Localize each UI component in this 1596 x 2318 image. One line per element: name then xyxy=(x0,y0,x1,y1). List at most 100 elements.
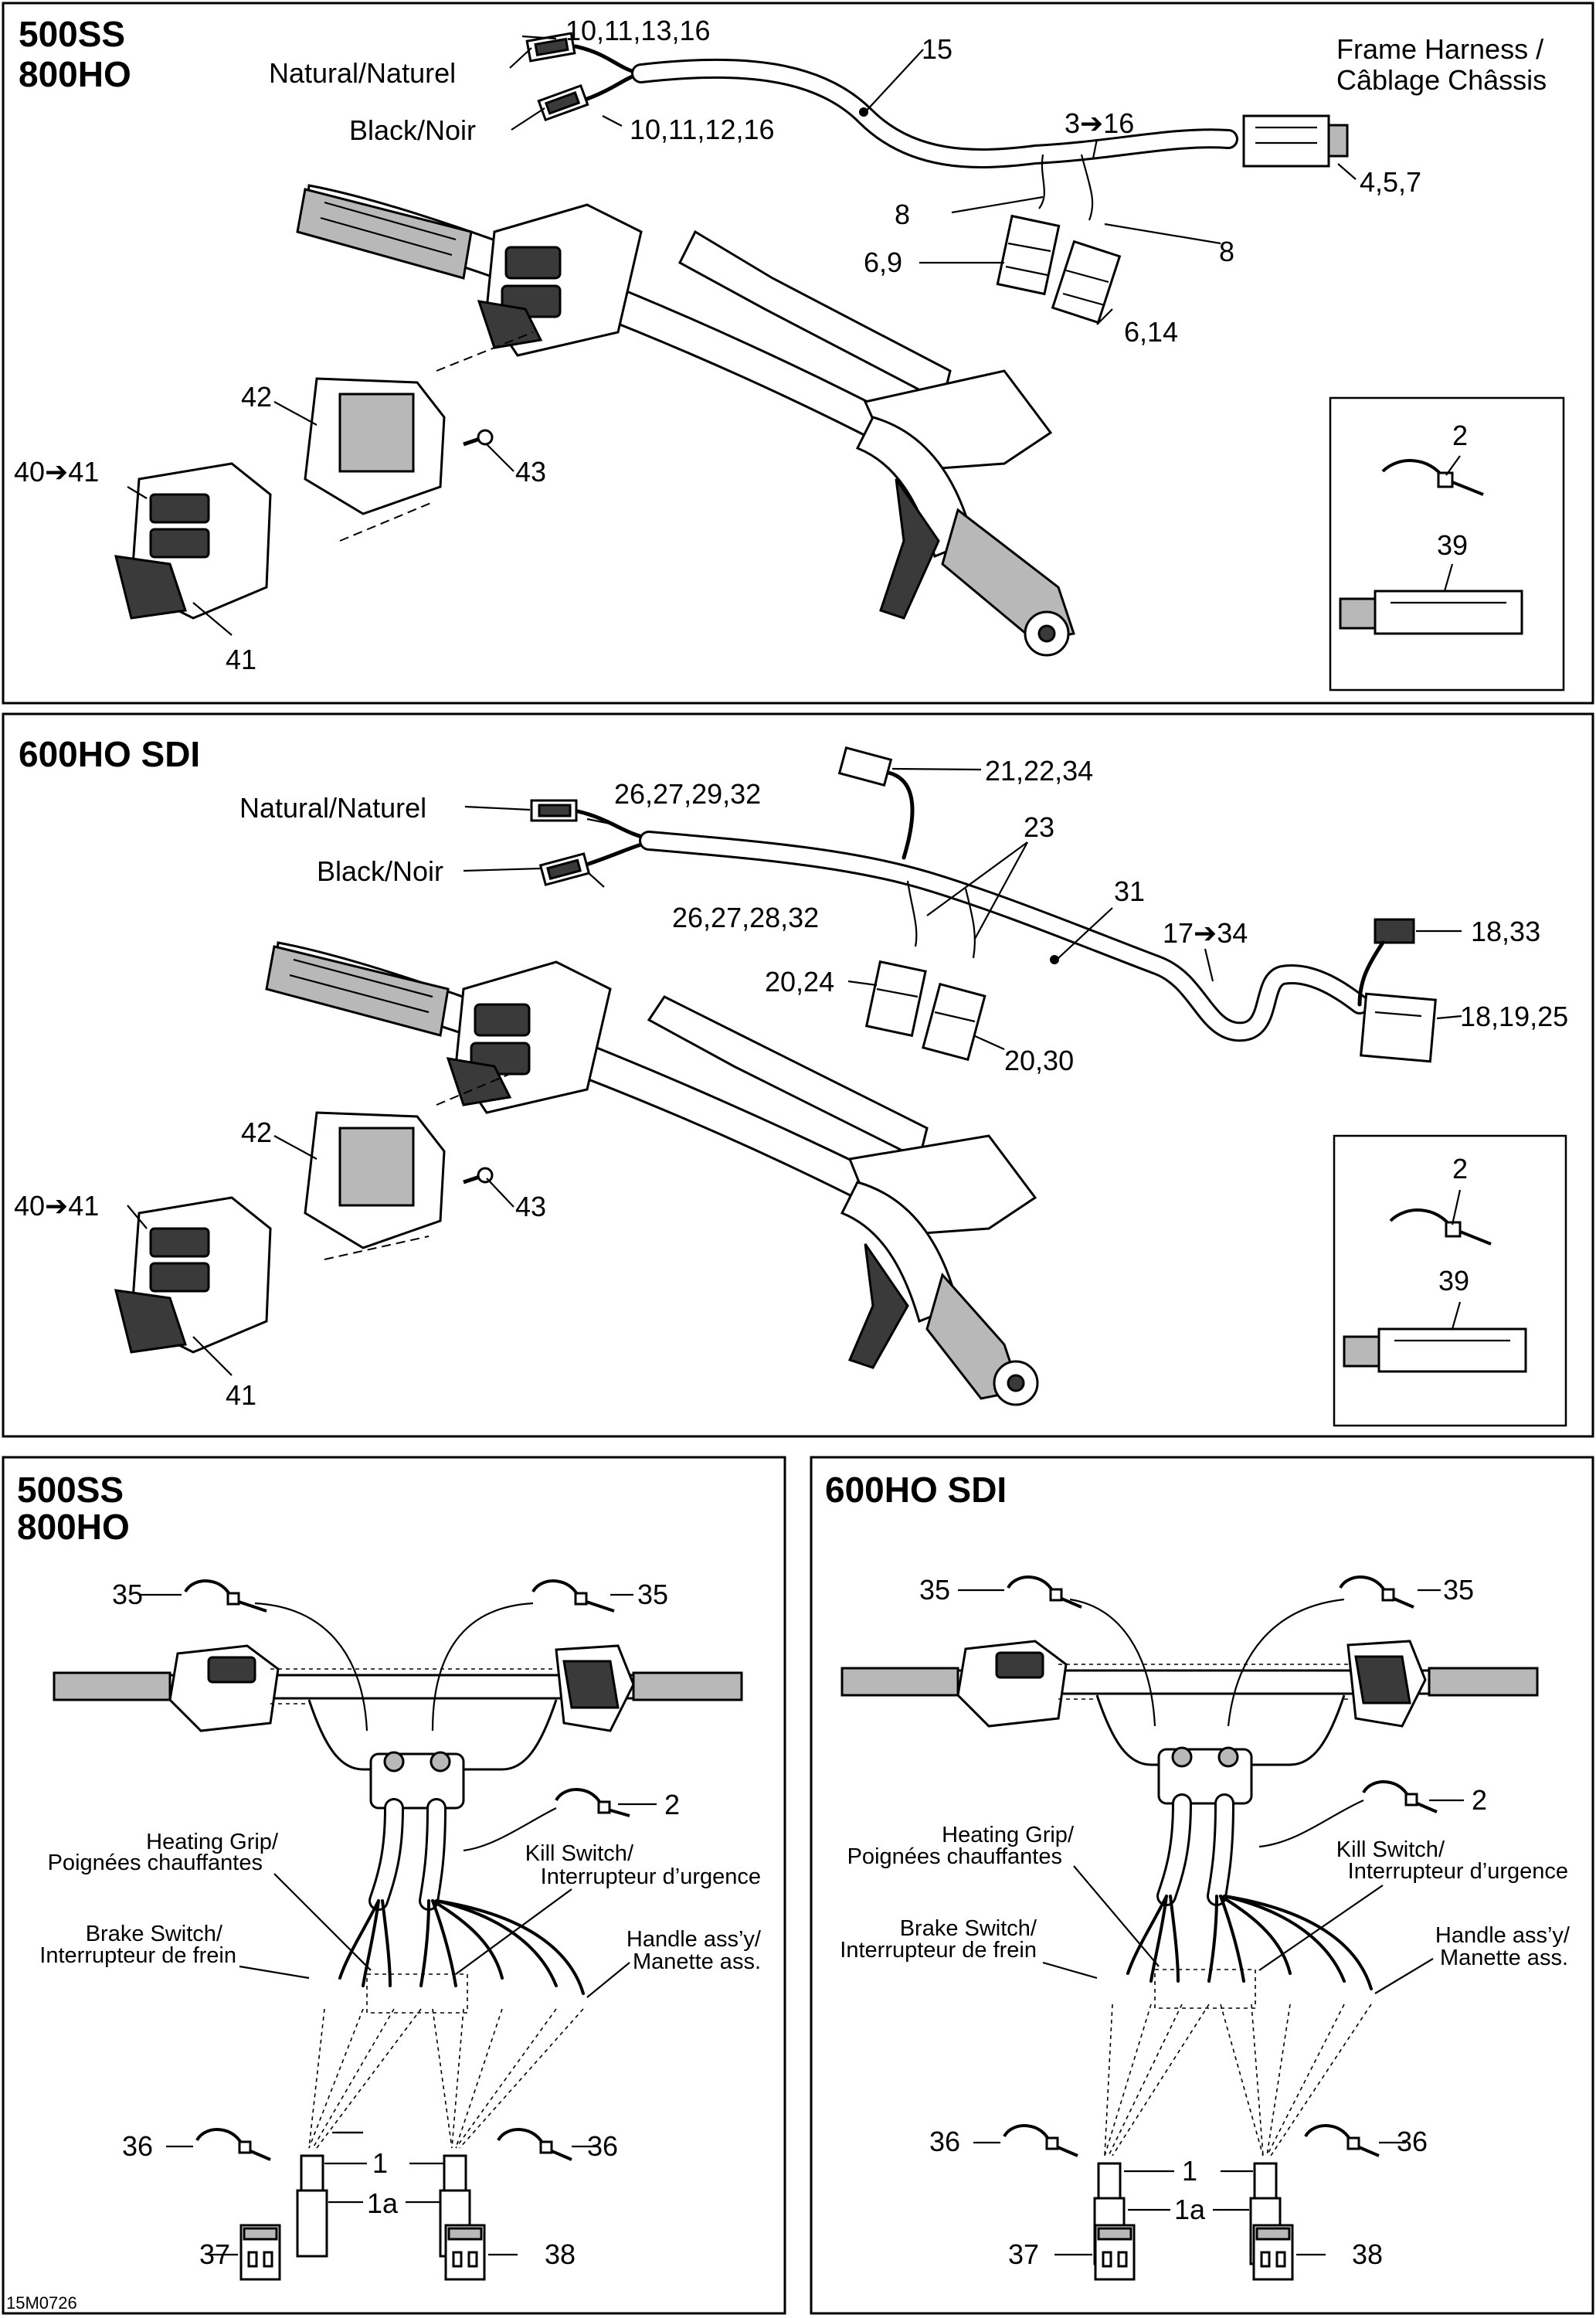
connector-20-30 xyxy=(922,982,986,1062)
callout-6-14: 6,14 xyxy=(1124,316,1178,348)
callout-26-27-29-32: 26,27,29,32 xyxy=(614,778,761,810)
handlebar-assembly xyxy=(296,184,1075,657)
sleeve-1-left xyxy=(296,2154,328,2258)
callout-20-30: 20,30 xyxy=(1004,1045,1074,1076)
callout-6-9: 6,9 xyxy=(864,246,902,278)
harness-bundle-routing-2 xyxy=(1126,1793,1373,2009)
cable-tie-35-left xyxy=(184,1579,267,1613)
connector-20-24 xyxy=(864,960,927,1038)
callout-37: 37 xyxy=(199,2238,230,2270)
heating-grip-label-line2: Poignées chauffantes xyxy=(48,1851,263,1875)
callout-20-24: 20,24 xyxy=(765,966,834,998)
callout-38-b: 38 xyxy=(1352,2238,1383,2270)
cable-tie-36-right xyxy=(497,2128,572,2161)
switch-cover-42-b xyxy=(304,1111,446,1249)
callout-26-27-28-32: 26,27,28,32 xyxy=(672,902,819,933)
panel-600ho-sdi-routing: 600HO SDI xyxy=(810,1456,1594,2315)
wiring-harness-15 xyxy=(631,58,1238,221)
black-connector-2 xyxy=(538,852,591,886)
handle-assy-label-line1-b: Handle ass’y/ xyxy=(1435,1923,1571,1948)
connector-6-9 xyxy=(996,214,1061,296)
panel3-title-line1: 500SS xyxy=(17,1470,124,1510)
brake-switch-label-line2: Interrupteur de frein xyxy=(39,1943,236,1968)
connector-21-22-34 xyxy=(837,746,915,860)
callout-43-b: 43 xyxy=(515,1191,546,1222)
cable-tie-36-right-b xyxy=(1304,2124,1380,2157)
callout-31: 31 xyxy=(1114,875,1145,907)
callout-1a-b: 1a xyxy=(1174,2194,1206,2225)
panel2-title: 600HO SDI xyxy=(19,734,200,774)
callout-3-16: 3➔16 xyxy=(1065,107,1134,139)
kill-switch-label-line2: Interrupteur d’urgence xyxy=(541,1864,761,1889)
handlebar-routing-2 xyxy=(840,1640,1539,1805)
cable-tie-35-right-b xyxy=(1339,1575,1414,1609)
callout-10-11-12-16: 10,11,12,16 xyxy=(630,114,775,145)
natural-label: Natural/Naturel xyxy=(269,57,456,89)
cable-tie-35-right xyxy=(531,1579,615,1613)
black-label: Black/Noir xyxy=(349,114,476,146)
callout-42-b: 42 xyxy=(241,1117,272,1148)
callout-36-left: 36 xyxy=(122,2130,153,2162)
callout-8-right: 8 xyxy=(1219,236,1234,267)
wiring-harness-31 xyxy=(639,831,1370,1042)
kill-switch-label-line1: Kill Switch/ xyxy=(525,1841,634,1866)
dotted-lines-to-sleeves-2 xyxy=(1104,2004,1372,2157)
callout-42: 42 xyxy=(241,381,272,413)
cable-tie-35-left-b xyxy=(1007,1575,1082,1609)
handlebar-routing xyxy=(53,1644,743,1810)
callout-40-41-b: 40➔41 xyxy=(14,1190,99,1222)
handle-assy-label-line1: Handle ass’y/ xyxy=(627,1927,762,1952)
callout-41-b: 41 xyxy=(226,1379,256,1411)
connector-18-33 xyxy=(1357,918,1415,1007)
callout-17-34: 17➔34 xyxy=(1163,917,1248,949)
callout-4-5-7: 4,5,7 xyxy=(1360,166,1421,198)
panel-600ho-sdi-harness: 600HO SDI xyxy=(2,712,1594,1438)
callout-37-b: 37 xyxy=(1008,2238,1039,2270)
callout-2-routing-b: 2 xyxy=(1472,1784,1487,1816)
screw-43 xyxy=(463,429,494,447)
accessory-box-2-39-b xyxy=(1333,1134,1567,1427)
panel1-title-line2: 800HO xyxy=(19,54,131,94)
panel-500ss-800ho-harness: 500SS 800HO xyxy=(2,2,1594,705)
panel-500ss-800ho-routing: 500SS 800HO xyxy=(2,1456,786,2315)
kill-switch-label-line1-b: Kill Switch/ xyxy=(1336,1837,1445,1862)
connector-38 xyxy=(444,2224,486,2281)
callout-10-11-13-16: 10,11,13,16 xyxy=(565,15,711,46)
cable-tie-2 xyxy=(555,1788,630,1817)
callout-1a: 1a xyxy=(367,2187,399,2219)
callout-40-41: 40➔41 xyxy=(14,456,99,488)
cable-tie-36-left-b xyxy=(1003,2124,1078,2157)
figure-code: 15M0726 xyxy=(6,2293,77,2313)
callout-38: 38 xyxy=(545,2238,576,2270)
heating-grip-label-line1-b: Heating Grip/ xyxy=(942,1823,1075,1847)
heating-grip-label-line2-b: Poignées chauffantes xyxy=(847,1844,1062,1869)
callout-39-b: 39 xyxy=(1438,1265,1469,1297)
brake-switch-label-line1: Brake Switch/ xyxy=(86,1922,223,1946)
switch-housing-40 xyxy=(114,462,272,620)
callout-36-left-b: 36 xyxy=(929,2126,960,2157)
callout-2-routing: 2 xyxy=(664,1789,680,1820)
callout-2-b: 2 xyxy=(1452,1153,1468,1184)
switch-housing-40-b xyxy=(114,1196,272,1354)
callout-23: 23 xyxy=(1024,811,1054,843)
accessory-box-2-39 xyxy=(1329,396,1565,692)
callout-8-left: 8 xyxy=(895,199,910,230)
handle-assy-label-line2: Manette ass. xyxy=(633,1949,761,1974)
cable-tie-36-left xyxy=(195,2128,271,2161)
natural-label-2: Natural/Naturel xyxy=(239,792,426,824)
dotted-lines-to-sleeves xyxy=(308,2008,584,2149)
frame-harness-label-line1: Frame Harness / xyxy=(1336,33,1543,65)
switch-cover-42 xyxy=(304,377,446,515)
callout-35-right-b: 35 xyxy=(1443,1574,1474,1606)
callout-2: 2 xyxy=(1452,420,1468,451)
heating-grip-label-line1: Heating Grip/ xyxy=(146,1830,279,1854)
kill-switch-label-line2-b: Interrupteur d’urgence xyxy=(1348,1859,1568,1884)
callout-21-22-34: 21,22,34 xyxy=(985,755,1093,787)
callout-36-right: 36 xyxy=(587,2130,618,2162)
panel1-title-line1: 500SS xyxy=(19,14,125,54)
callout-35-left-b: 35 xyxy=(919,1574,950,1606)
cable-tie-2-b xyxy=(1362,1780,1438,1813)
callout-36-right-b: 36 xyxy=(1397,2126,1428,2157)
callout-18-19-25: 18,19,25 xyxy=(1460,1001,1568,1032)
